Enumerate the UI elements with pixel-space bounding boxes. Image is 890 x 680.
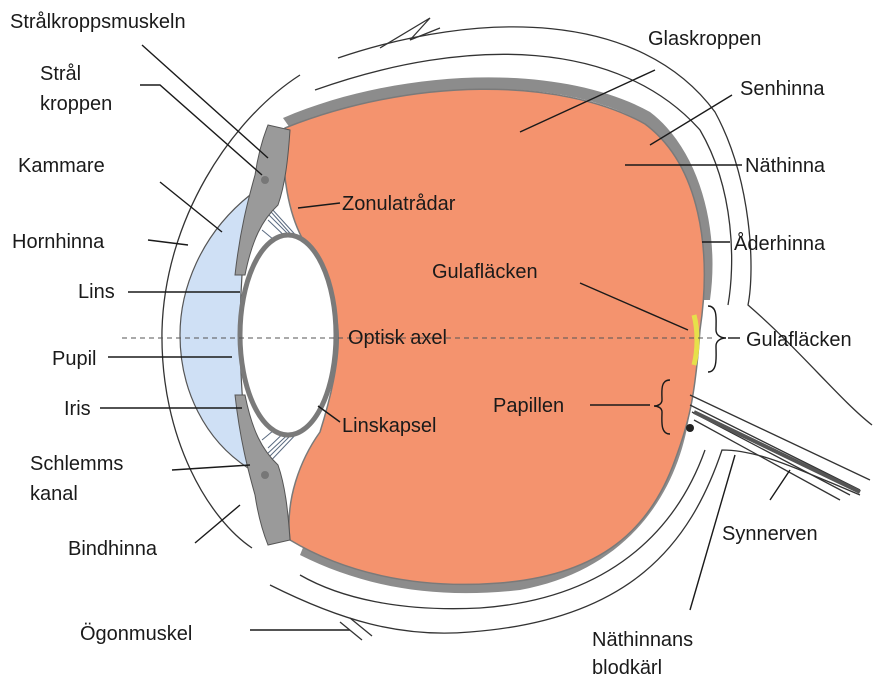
label-kanal: kanal xyxy=(30,483,78,505)
label-kroppen: kroppen xyxy=(40,93,112,115)
label-synnerven: Synnerven xyxy=(722,523,818,545)
optic-disc xyxy=(686,424,694,432)
label-linskapsel: Linskapsel xyxy=(342,415,437,437)
label-zonulatradar: Zonulatrådar xyxy=(342,193,456,215)
label-schlemms: Schlemms xyxy=(30,453,123,475)
label-optisk-axel: Optisk axel xyxy=(348,327,447,349)
label-iris: Iris xyxy=(64,398,91,420)
cut-mark-bottom xyxy=(340,618,372,640)
label-stralkroppsmuskeln: Strålkroppsmuskeln xyxy=(10,11,186,33)
macula-bracket xyxy=(708,306,726,372)
label-ogonmuskel: Ögonmuskel xyxy=(80,623,192,645)
label-gulaflacken-outer: Gulafläcken xyxy=(746,329,852,351)
label-pupil: Pupil xyxy=(52,348,96,370)
label-blodkarl: blodkärl xyxy=(592,657,662,679)
label-lins: Lins xyxy=(78,281,115,303)
vitreous-body xyxy=(284,89,705,584)
label-kammare: Kammare xyxy=(18,155,105,177)
label-bindhinna: Bindhinna xyxy=(68,538,158,560)
schlemm-canal-upper xyxy=(261,176,269,184)
label-gulaflacken-inner: Gulafläcken xyxy=(432,261,538,283)
label-nathinna: Näthinna xyxy=(745,155,826,177)
label-aderhinna: Åderhinna xyxy=(734,232,826,255)
retinal-vessel xyxy=(694,412,860,492)
label-senhinna: Senhinna xyxy=(740,78,825,100)
label-glaskroppen: Glaskroppen xyxy=(648,28,761,50)
schlemm-canal-lower xyxy=(261,471,269,479)
lens xyxy=(240,235,336,435)
label-papillen: Papillen xyxy=(493,395,564,417)
label-hornhinna: Hornhinna xyxy=(12,231,105,253)
label-nathinnans: Näthinnans xyxy=(592,629,693,651)
label-stral: Strål xyxy=(40,63,81,85)
